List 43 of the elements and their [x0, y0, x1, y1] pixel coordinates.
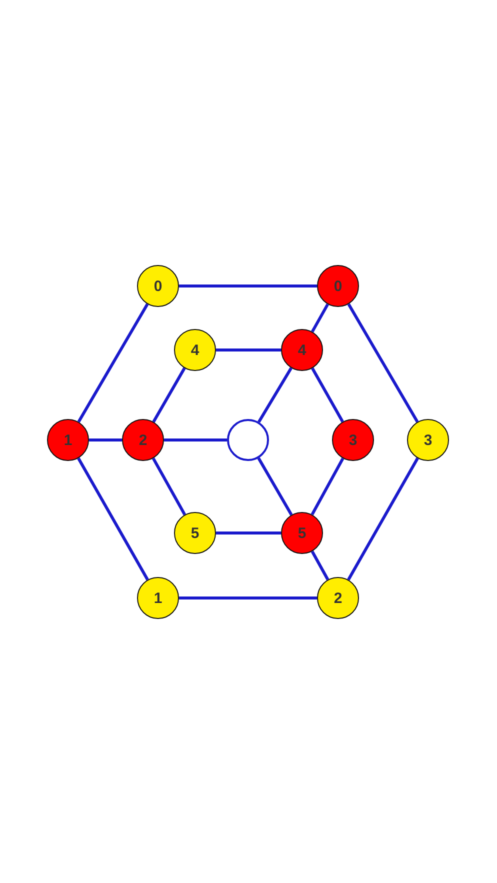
node-number: 3 — [348, 432, 358, 448]
node-number: 0 — [334, 278, 342, 294]
connector-line — [152, 458, 186, 516]
connector-line — [216, 532, 281, 534]
connector-line — [179, 596, 317, 600]
connector-line — [179, 284, 317, 288]
graph-node — [317, 577, 359, 619]
graph-node — [174, 512, 216, 554]
connector-line — [310, 458, 344, 516]
connector-line — [77, 303, 149, 423]
node-number: 1 — [64, 432, 72, 448]
graph-node — [122, 419, 164, 461]
connector-line — [89, 438, 122, 442]
node-number: 4 — [298, 342, 306, 358]
graph-node — [137, 577, 179, 619]
connector-line — [164, 438, 227, 442]
node-number: 5 — [298, 524, 306, 542]
node-number: 4 — [190, 342, 200, 358]
graph-node — [137, 265, 179, 307]
connector-line — [310, 304, 330, 332]
empty-node — [227, 419, 269, 461]
connector-line — [216, 348, 281, 352]
connector-line — [347, 303, 419, 423]
connector-line — [152, 367, 186, 423]
connector-line — [257, 457, 293, 516]
node-number: 0 — [154, 278, 162, 294]
connector-line — [310, 550, 330, 580]
graph-node — [174, 329, 216, 371]
connector-line — [311, 368, 344, 422]
connector-line — [77, 458, 149, 580]
graph-node — [281, 512, 323, 554]
node-number: 5 — [190, 524, 200, 542]
graph-node — [47, 419, 89, 461]
connector-line — [347, 458, 419, 580]
node-number: 2 — [334, 590, 342, 606]
graph-node — [317, 265, 359, 307]
node-number: 2 — [138, 432, 148, 448]
node-number: 3 — [424, 432, 432, 448]
connector-line — [258, 367, 292, 423]
graph-node — [332, 419, 374, 461]
node-number: 1 — [154, 590, 162, 606]
graph-node — [407, 419, 449, 461]
graph-node — [281, 329, 323, 371]
